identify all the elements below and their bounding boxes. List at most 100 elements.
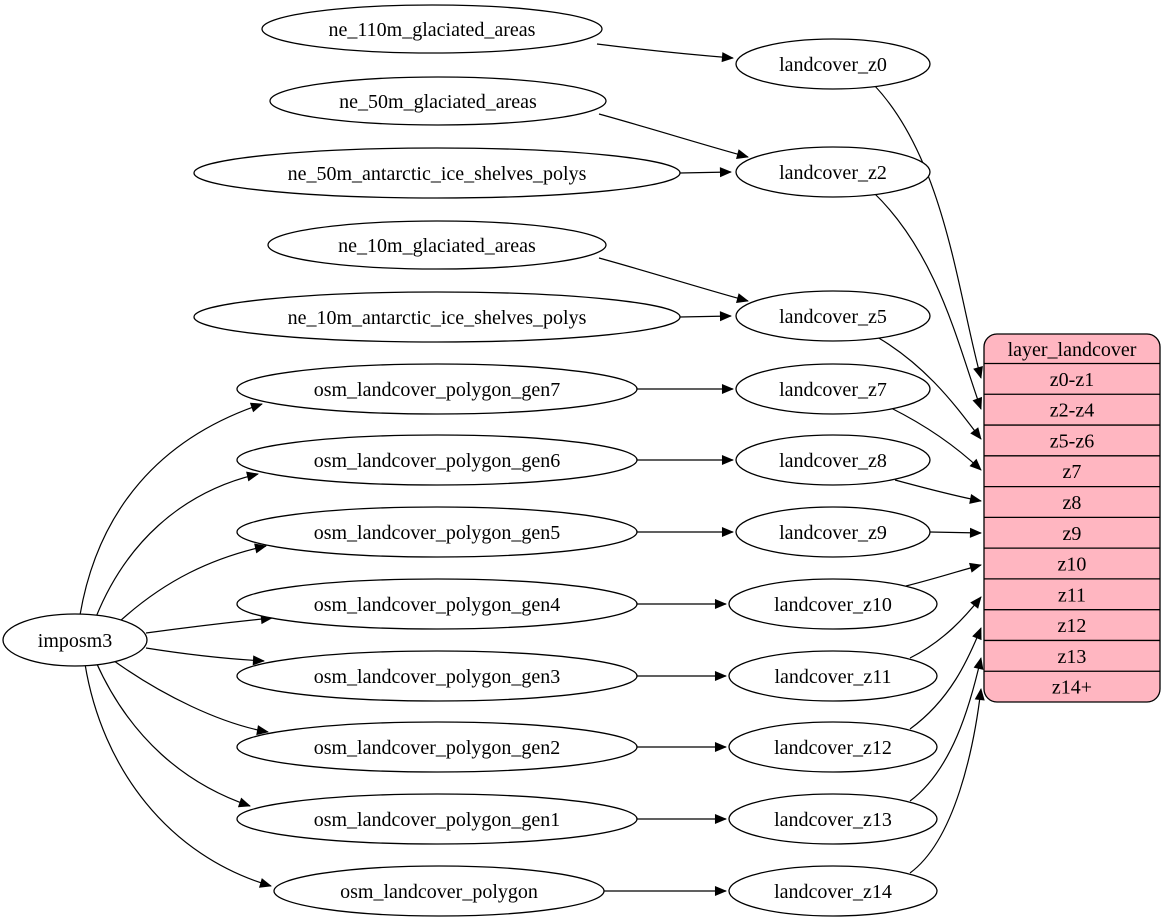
table-row-z10: z10 (1058, 554, 1087, 576)
table-title: layer_landcover (1008, 339, 1137, 361)
edge-ne_50m_antarctic_ice_shelves_polys--landcover_z2 (679, 167, 732, 178)
edge-landcover_z14--layer_landcover-z14- (909, 688, 985, 874)
node-ne_10m_antarctic_ice_shelves_polys-shape (193, 291, 681, 343)
node-ne_10m_glaciated_areas: ne_10m_glaciated_areas (267, 220, 607, 270)
node-landcover_z2-label: landcover_z2 (779, 162, 887, 184)
node-landcover_z12: landcover_z12 (728, 721, 938, 773)
edge-landcover_z12--layer_landcover-z12 (909, 627, 982, 730)
node-landcover_z9: landcover_z9 (735, 506, 931, 558)
table-row-z9: z9 (1063, 523, 1082, 545)
node-landcover_z10: landcover_z10 (728, 578, 938, 630)
node-osm_landcover_polygon-shape (273, 865, 605, 917)
edge-landcover_z8--layer_landcover-z8 (894, 479, 982, 504)
edge-imposm3--osm_landcover_polygon_gen4 (145, 614, 273, 634)
node-landcover_z10-label: landcover_z10 (774, 594, 892, 616)
edge-imposm3--osm_landcover_polygon_gen5 (118, 543, 267, 623)
node-landcover_z13: landcover_z13 (728, 793, 938, 845)
node-ne_110m_glaciated_areas-shape (261, 4, 603, 54)
node-landcover_z9-shape (735, 506, 931, 558)
node-landcover_z14-shape (728, 865, 938, 917)
table-row-z14-: z14+ (1052, 677, 1092, 699)
node-osm_landcover_polygon_gen3: osm_landcover_polygon_gen3 (236, 650, 638, 702)
node-landcover_z7-label: landcover_z7 (779, 379, 887, 401)
table-row-z2-z4: z2-z4 (1050, 400, 1094, 422)
node-landcover_z8: landcover_z8 (735, 434, 931, 486)
node-imposm3-shape (2, 613, 148, 667)
node-imposm3: imposm3 (2, 613, 148, 667)
node-osm_landcover_polygon_gen1-label: osm_landcover_polygon_gen1 (314, 809, 561, 831)
node-landcover_z13-shape (728, 793, 938, 845)
table-row-z8: z8 (1063, 492, 1082, 514)
node-ne_50m_antarctic_ice_shelves_polys-label: ne_50m_antarctic_ice_shelves_polys (288, 163, 587, 185)
edge-landcover_z9--layer_landcover-z9 (929, 527, 982, 538)
node-osm_landcover_polygon-label: osm_landcover_polygon (340, 881, 538, 903)
edges-layer (79, 43, 985, 897)
node-osm_landcover_polygon_gen6-label: osm_landcover_polygon_gen6 (314, 450, 561, 472)
node-landcover_z2: landcover_z2 (735, 146, 931, 198)
node-landcover_z5-label: landcover_z5 (779, 306, 887, 328)
node-landcover_z12-shape (728, 721, 938, 773)
node-osm_landcover_polygon_gen5-label: osm_landcover_polygon_gen5 (314, 522, 561, 544)
node-ne_50m_glaciated_areas-label: ne_50m_glaciated_areas (339, 91, 537, 113)
edge-imposm3--osm_landcover_polygon_gen2 (109, 657, 269, 736)
nodes-layer: imposm3 ne_110m_glaciated_areas ne_50m_gla… (2, 4, 938, 917)
table-row-z12: z12 (1058, 615, 1087, 637)
node-ne_10m_antarctic_ice_shelves_polys: ne_10m_antarctic_ice_shelves_polys (193, 291, 681, 343)
node-ne_50m_glaciated_areas-shape (269, 76, 607, 126)
edge-landcover_z11--layer_landcover-z11 (909, 596, 982, 659)
node-landcover_z13-label: landcover_z13 (774, 809, 892, 831)
node-osm_landcover_polygon_gen6-shape (236, 434, 638, 486)
node-osm_landcover_polygon_gen4-label: osm_landcover_polygon_gen4 (314, 594, 561, 616)
node-landcover_z7-shape (735, 363, 931, 415)
edge-ne_10m_glaciated_areas--landcover_z5 (598, 257, 749, 304)
node-landcover_z7: landcover_z7 (735, 363, 931, 415)
node-osm_landcover_polygon_gen4: osm_landcover_polygon_gen4 (236, 578, 638, 630)
node-landcover_z14: landcover_z14 (728, 865, 938, 917)
node-ne_50m_antarctic_ice_shelves_polys-shape (193, 147, 681, 199)
node-osm_landcover_polygon_gen2-shape (236, 721, 638, 773)
node-ne_50m_antarctic_ice_shelves_polys: ne_50m_antarctic_ice_shelves_polys (193, 147, 681, 199)
table-row-z13: z13 (1058, 646, 1087, 668)
node-landcover_z11-label: landcover_z11 (775, 666, 892, 688)
edge-ne_110m_glaciated_areas--landcover_z0 (596, 43, 734, 63)
node-ne_110m_glaciated_areas: ne_110m_glaciated_areas (261, 4, 603, 54)
edge-imposm3--osm_landcover_polygon_gen3 (145, 647, 265, 666)
node-osm_landcover_polygon_gen4-shape (236, 578, 638, 630)
table-row-z11: z11 (1058, 584, 1086, 606)
node-landcover_z11: landcover_z11 (728, 650, 938, 702)
node-landcover_z9-label: landcover_z9 (779, 522, 887, 544)
edge-imposm3--osm_landcover_polygon_gen7 (79, 402, 263, 616)
edge-imposm3--osm_landcover_polygon_gen1 (95, 661, 251, 808)
node-osm_landcover_polygon_gen2-label: osm_landcover_polygon_gen2 (314, 737, 561, 759)
table-row-z7: z7 (1063, 461, 1082, 483)
node-landcover_z11-shape (728, 650, 938, 702)
node-landcover_z0-label: landcover_z0 (779, 54, 887, 76)
node-osm_landcover_polygon_gen1: osm_landcover_polygon_gen1 (236, 793, 638, 845)
table-row-z5-z6: z5-z6 (1050, 430, 1094, 452)
node-ne_10m_glaciated_areas-shape (267, 220, 607, 270)
edge-landcover_z5--layer_landcover-z5-z6 (876, 336, 982, 440)
node-ne_10m_antarctic_ice_shelves_polys-label: ne_10m_antarctic_ice_shelves_polys (288, 307, 587, 329)
edge-imposm3--osm_landcover_polygon (84, 663, 272, 888)
node-landcover_z2-shape (735, 146, 931, 198)
edge-landcover_z0--layer_landcover-z0-z1 (873, 84, 983, 379)
node-osm_landcover_polygon_gen5: osm_landcover_polygon_gen5 (236, 506, 638, 558)
node-ne_10m_glaciated_areas-label: ne_10m_glaciated_areas (338, 235, 536, 257)
node-landcover_z14-label: landcover_z14 (774, 881, 892, 903)
edge-landcover_z2--layer_landcover-z2-z4 (873, 192, 983, 410)
node-landcover_z10-shape (728, 578, 938, 630)
node-landcover_z12-label: landcover_z12 (774, 737, 892, 759)
node-landcover_z0-shape (735, 38, 931, 90)
node-osm_landcover_polygon_gen7: osm_landcover_polygon_gen7 (236, 363, 638, 415)
node-layer_landcover: layer_landcoverz0-z1z2-z4z5-z6z7z8z9z10z… (983, 333, 1161, 703)
edge-ne_10m_antarctic_ice_shelves_polys--landcover_z5 (679, 311, 732, 322)
edge-landcover_z7--layer_landcover-z7 (890, 407, 982, 471)
node-osm_landcover_polygon_gen7-shape (236, 363, 638, 415)
node-osm_landcover_polygon_gen5-shape (236, 506, 638, 558)
node-landcover_z5-shape (735, 290, 931, 342)
node-ne_110m_glaciated_areas-label: ne_110m_glaciated_areas (329, 19, 536, 41)
edge-landcover_z13--layer_landcover-z13 (909, 657, 984, 802)
node-osm_landcover_polygon_gen6: osm_landcover_polygon_gen6 (236, 434, 638, 486)
edge-ne_50m_glaciated_areas--landcover_z2 (598, 113, 749, 160)
